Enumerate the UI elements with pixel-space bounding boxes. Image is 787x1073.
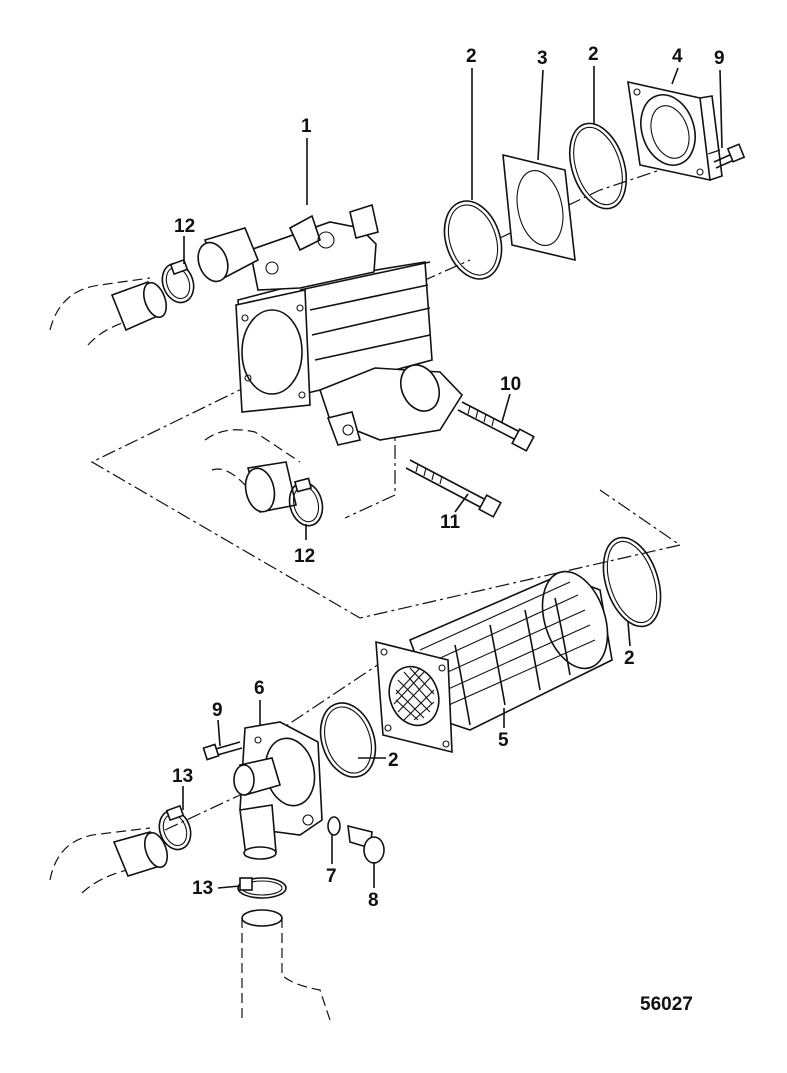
callout-5: 5 [498,730,509,751]
hose-middle [204,429,301,513]
callout-labels: 1 2 3 2 4 9 12 10 11 12 2 6 9 5 2 13 7 8… [172,44,725,911]
callout-2: 2 [588,44,599,65]
callout-6: 6 [254,678,265,699]
callout-7: 7 [326,866,337,887]
callout-13: 13 [192,878,213,899]
callout-2: 2 [466,46,477,67]
hose-upper-left [49,277,168,346]
figure-number: 56027 [640,994,693,1015]
o-ring-cooler-left [319,702,377,778]
callout-9: 9 [212,700,223,721]
clamp-12-lower [288,477,324,527]
callout-2: 2 [388,750,399,771]
drain-plug-8 [347,824,385,864]
callout-12: 12 [294,546,315,567]
manifold-body [197,203,464,446]
callout-12: 12 [174,216,195,237]
outlet-flange [627,80,723,182]
end-cap [233,721,323,860]
bolt-top [713,143,746,169]
o-ring-upper-right [568,122,628,210]
hose-bottom [241,909,331,1021]
callout-4: 4 [672,46,683,67]
clamp-12-upper [161,258,195,304]
heat-exchanger-core [375,570,613,754]
callout-3: 3 [537,48,548,69]
callout-2: 2 [624,648,635,669]
hose-lower-left [49,827,169,894]
callout-13: 13 [172,766,193,787]
callout-11: 11 [440,512,461,533]
callout-9: 9 [714,48,725,69]
bolt-11 [405,459,502,518]
callout-10: 10 [500,374,521,395]
o-ring-cooler-right [602,536,662,628]
callout-8: 8 [368,890,379,911]
clamp-13-upper [158,804,192,851]
washer-7 [327,816,341,836]
o-ring-upper-left [443,200,503,280]
leader-lines [182,66,723,889]
bolt-10 [457,401,535,452]
bolt-9-lower [202,741,243,761]
callout-1: 1 [301,116,312,137]
clamp-13-lower [237,877,287,899]
gasket-plate [502,153,576,262]
